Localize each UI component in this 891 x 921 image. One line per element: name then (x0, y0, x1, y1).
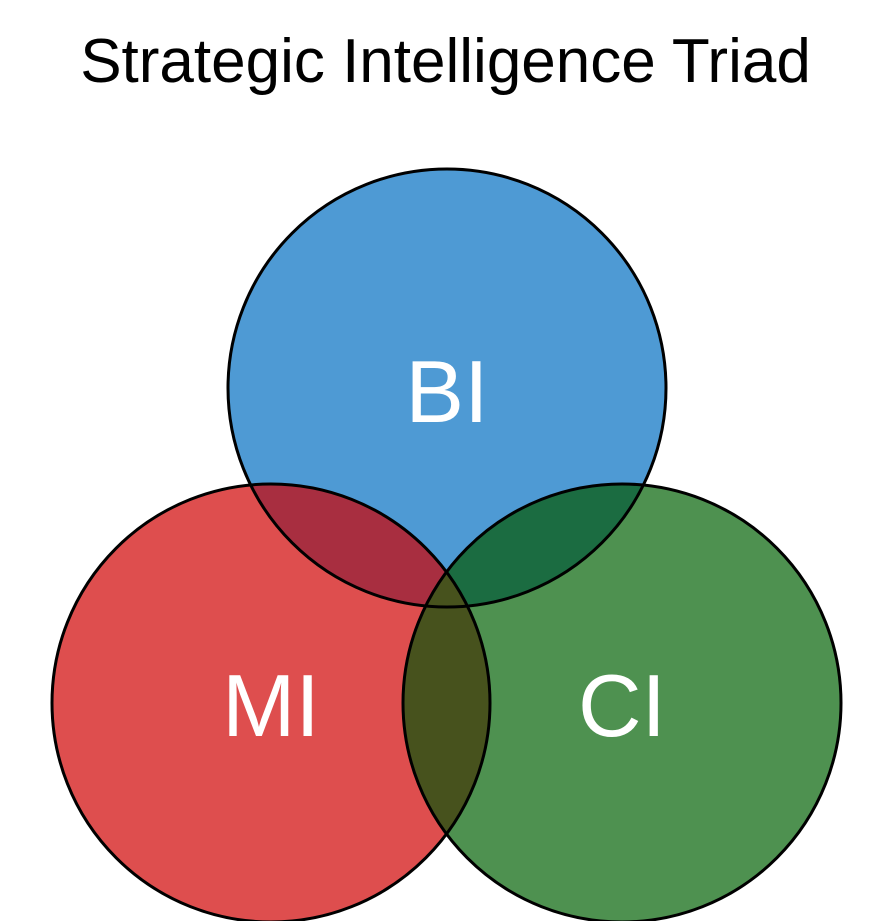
overlap-bi-ci (403, 484, 666, 607)
label-ci: CI (578, 656, 666, 755)
overlap-bi-mi (228, 484, 490, 607)
label-mi: MI (222, 656, 320, 755)
label-bi: BI (405, 342, 488, 441)
page-title: Strategic Intelligence Triad (80, 27, 811, 96)
circle-outlines (50, 167, 843, 921)
